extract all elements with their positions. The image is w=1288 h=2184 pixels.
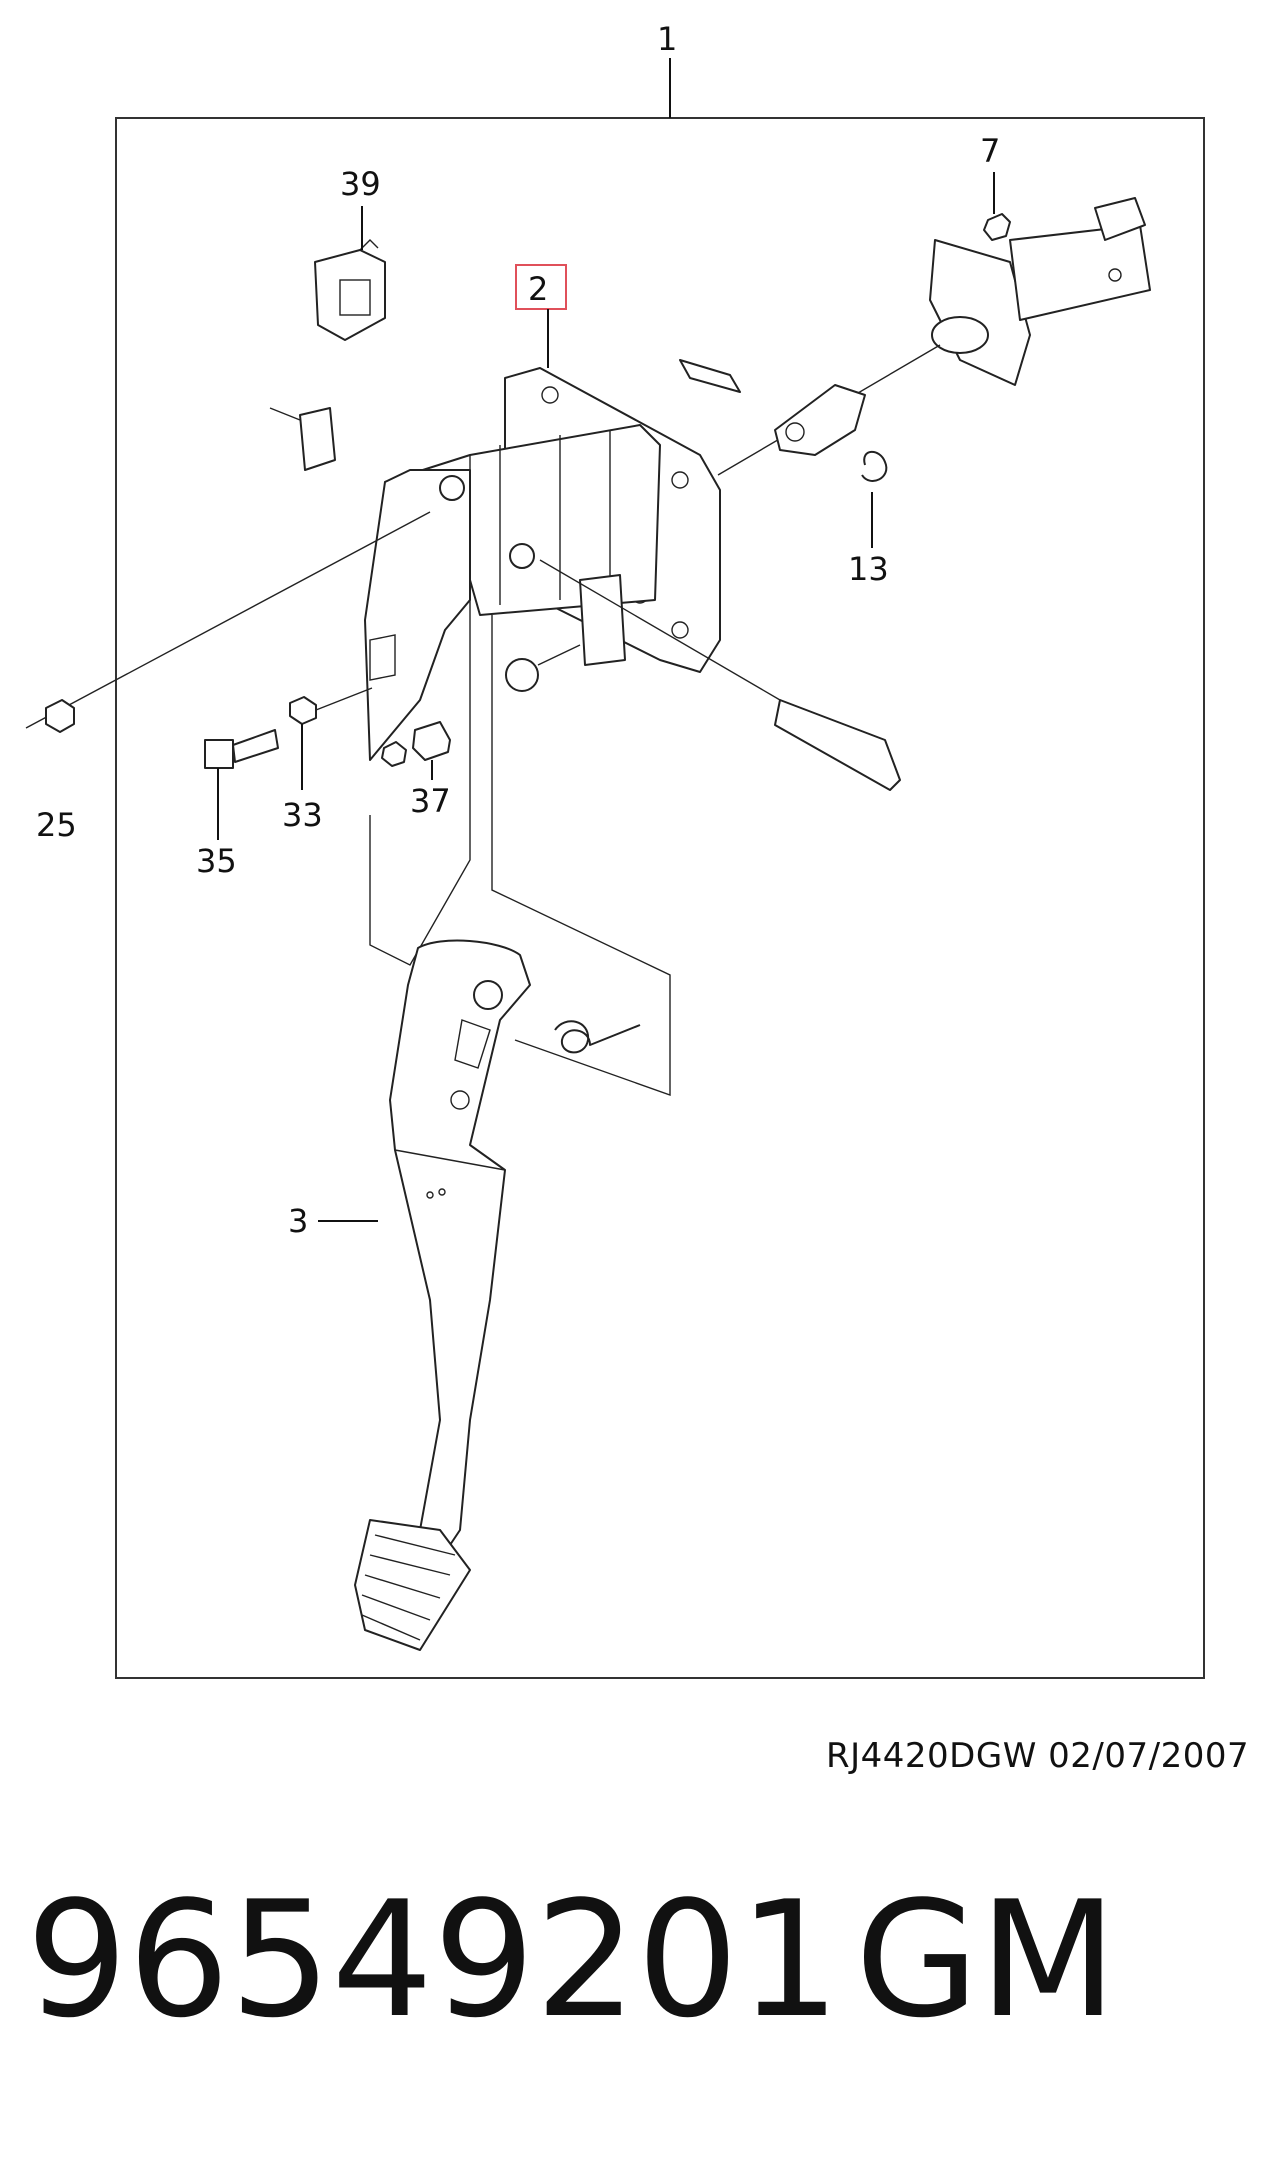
assembly-frame [115, 117, 1205, 1679]
callout-25: 25 [36, 806, 77, 844]
drawing-code: RJ4420DGW 02/07/2007 [826, 1736, 1250, 1776]
callout-39: 39 [340, 165, 381, 203]
callout-13: 13 [848, 550, 889, 588]
callout-33: 33 [282, 796, 323, 834]
clutch-pedal-arm [389, 939, 531, 1561]
retaining-clip-13 [861, 450, 888, 482]
assembly-outline-left [369, 615, 471, 966]
callout-7: 7 [980, 132, 1000, 170]
pedal-switch [314, 239, 386, 341]
clevis-pin [679, 359, 741, 393]
bracket-clip [299, 407, 336, 471]
brand-label: GM [855, 1866, 1118, 2053]
nut-25 [45, 699, 75, 733]
bushing-37 [381, 721, 451, 767]
bolt-35 [204, 729, 279, 769]
return-spring [554, 1020, 641, 1054]
stopper-bumper [505, 658, 539, 692]
callout-2: 2 [528, 270, 548, 308]
callout-1: 1 [657, 20, 677, 58]
pivot-axis-line [25, 511, 431, 729]
master-cylinder [929, 197, 1151, 386]
callout-35: 35 [196, 842, 237, 880]
callout-3: 3 [288, 1202, 308, 1240]
nut-33 [289, 696, 317, 725]
pedal-pad [354, 1519, 471, 1651]
assembly-outline-right [491, 615, 671, 1096]
nut-7 [983, 213, 1011, 241]
part-number: 96549201 [26, 1866, 841, 2053]
pivot-bolt [774, 699, 901, 791]
callout-2-highlight [515, 264, 567, 310]
callout-37: 37 [410, 782, 451, 820]
pedal-bracket [364, 367, 721, 761]
clevis [774, 384, 866, 456]
